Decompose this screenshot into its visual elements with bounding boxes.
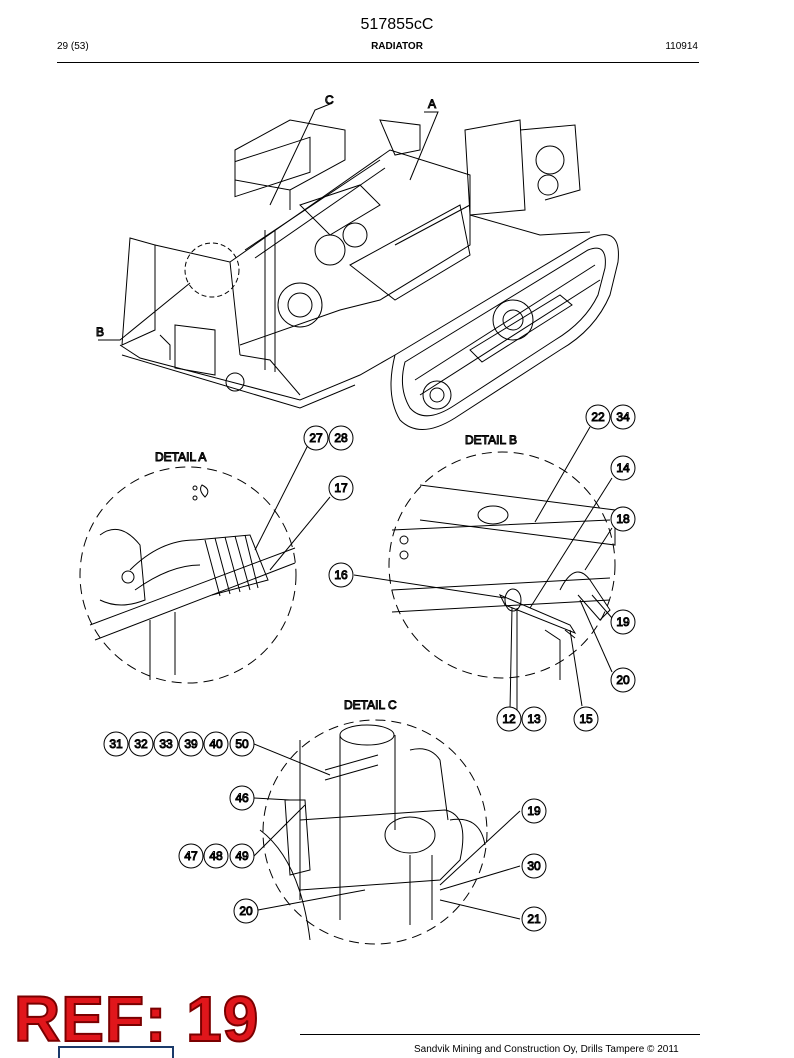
page-number: 29 (53) [57, 41, 89, 52]
detail-a-drawing [79, 444, 331, 684]
callout-34: 34 [610, 404, 636, 430]
callout-12: 12 [496, 706, 522, 732]
svg-text:12: 12 [502, 712, 516, 726]
callout-30: 30 [521, 853, 547, 879]
detail-c-drawing [253, 719, 521, 945]
footer-rule [300, 1034, 700, 1035]
callout-39: 39 [178, 731, 204, 757]
callout-20-b: 20 [610, 667, 636, 693]
svg-text:14: 14 [616, 461, 630, 475]
callout-20-c: 20 [233, 898, 259, 924]
callout-27: 27 [303, 425, 329, 451]
svg-text:13: 13 [527, 712, 541, 726]
svg-text:19: 19 [527, 804, 541, 818]
callout-46: 46 [229, 785, 255, 811]
callout-33: 33 [153, 731, 179, 757]
svg-text:50: 50 [235, 737, 249, 751]
svg-text:49: 49 [235, 849, 249, 863]
callout-47: 47 [178, 843, 204, 869]
svg-text:40: 40 [209, 737, 223, 751]
callout-22: 22 [585, 404, 611, 430]
section-title: RADIATOR [371, 41, 423, 52]
svg-text:21: 21 [527, 912, 541, 926]
machine-overview-drawing [98, 103, 619, 430]
callout-49: 49 [229, 843, 255, 869]
detail-b-title: DETAIL B [465, 433, 517, 447]
svg-text:33: 33 [159, 737, 173, 751]
view-label-b: B [96, 325, 104, 339]
svg-text:31: 31 [109, 737, 123, 751]
callout-16: 16 [328, 562, 354, 588]
callout-32: 32 [128, 731, 154, 757]
callout-14: 14 [610, 455, 636, 481]
svg-text:48: 48 [209, 849, 223, 863]
svg-text:27: 27 [309, 431, 323, 445]
svg-text:46: 46 [235, 791, 249, 805]
detail-b-drawing [353, 426, 616, 711]
callout-13: 13 [521, 706, 547, 732]
callout-31: 31 [103, 731, 129, 757]
footer-copyright: Sandvik Mining and Construction Oy, Dril… [414, 1044, 679, 1055]
svg-text:16: 16 [334, 568, 348, 582]
svg-text:47: 47 [184, 849, 198, 863]
svg-text:30: 30 [527, 859, 541, 873]
svg-text:34: 34 [616, 410, 630, 424]
view-label-a: A [428, 97, 436, 111]
detail-a-title: DETAIL A [155, 450, 206, 464]
detail-c-title: DETAIL C [344, 698, 397, 712]
svg-text:17: 17 [334, 481, 348, 495]
svg-text:20: 20 [616, 673, 630, 687]
callout-19-b: 19 [610, 609, 636, 635]
callout-19-c: 19 [521, 798, 547, 824]
svg-text:22: 22 [591, 410, 605, 424]
callout-17: 17 [328, 475, 354, 501]
svg-text:39: 39 [184, 737, 198, 751]
callout-21: 21 [521, 906, 547, 932]
svg-text:28: 28 [334, 431, 348, 445]
callout-50: 50 [229, 731, 255, 757]
sandvik-logo [58, 1046, 174, 1058]
svg-text:20: 20 [239, 904, 253, 918]
svg-text:19: 19 [616, 615, 630, 629]
svg-text:18: 18 [616, 512, 630, 526]
callout-28: 28 [328, 425, 354, 451]
view-label-c: C [325, 93, 334, 107]
callout-48: 48 [203, 843, 229, 869]
document-number: 517855cC [360, 16, 434, 33]
header-rule [57, 62, 699, 63]
ref-stamp: REF: 19 [13, 982, 260, 1056]
svg-text:15: 15 [579, 712, 593, 726]
date-code: 110914 [665, 41, 698, 52]
callout-18: 18 [610, 506, 636, 532]
svg-text:32: 32 [134, 737, 148, 751]
callout-15: 15 [573, 706, 599, 732]
callout-40: 40 [203, 731, 229, 757]
